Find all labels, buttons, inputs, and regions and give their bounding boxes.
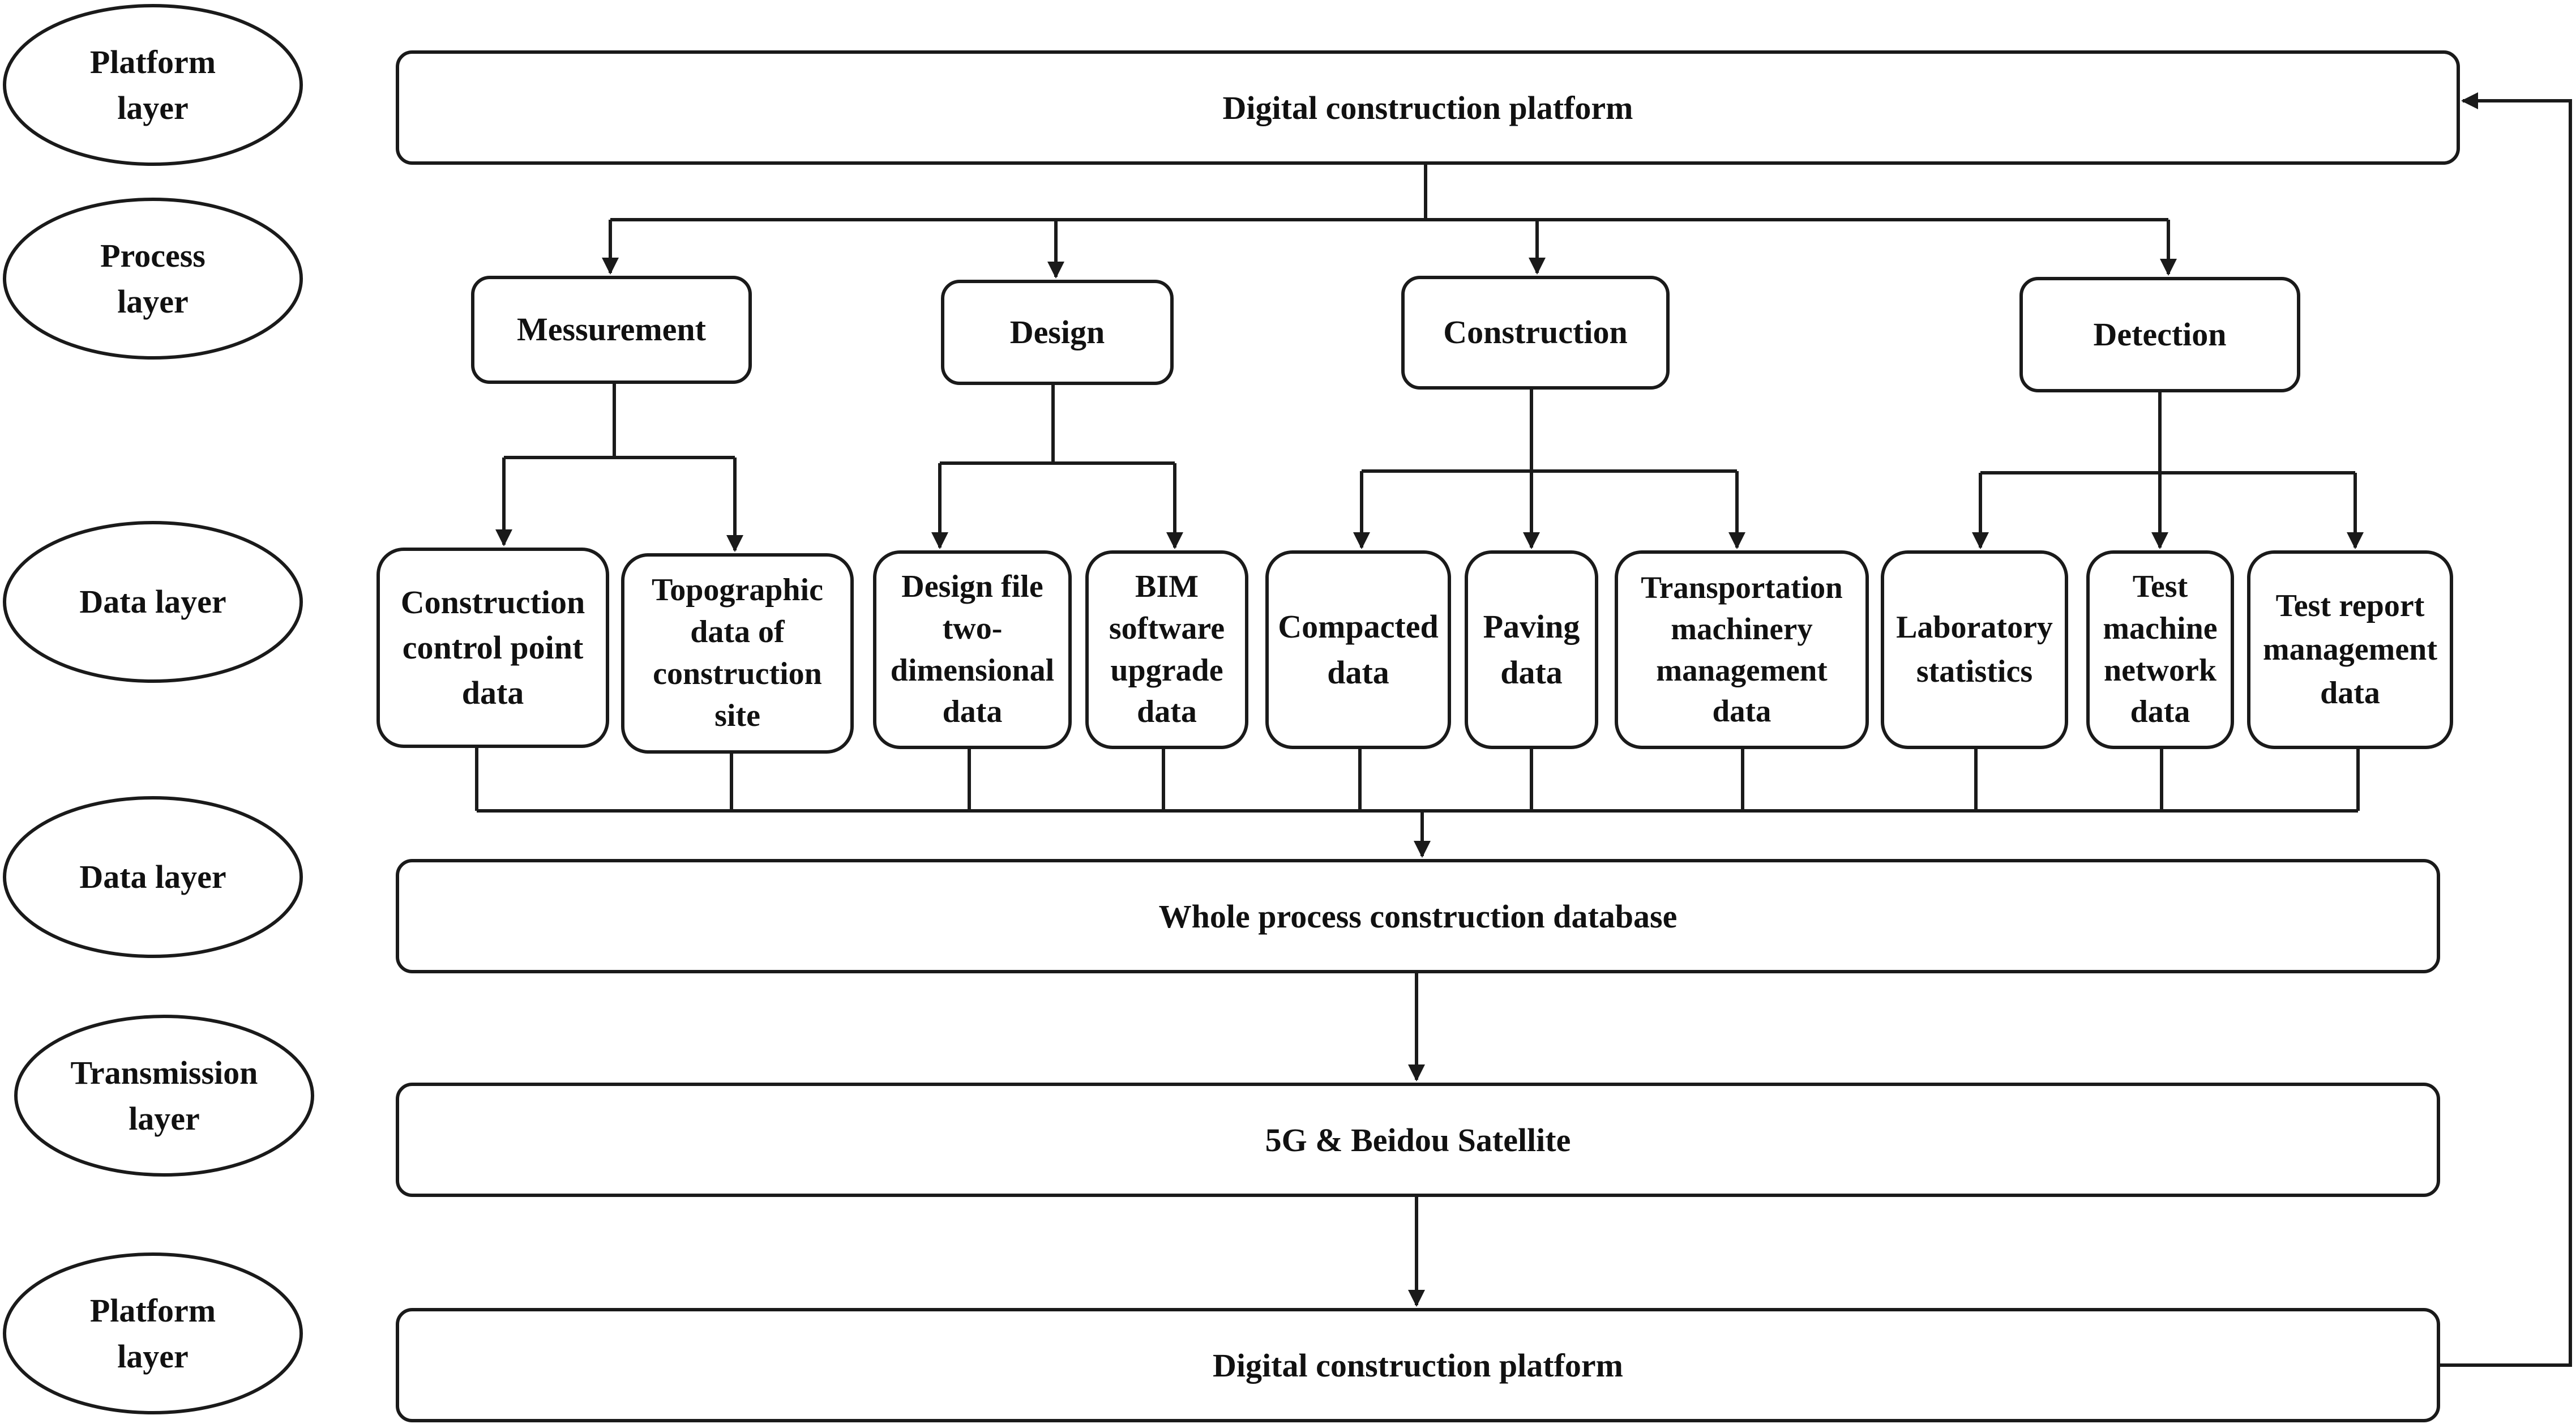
layer-ellipse-platform-bottom: [3, 1252, 303, 1414]
layer-ellipse-process: [3, 198, 303, 360]
data-label-construction-control-point: Construction control point data: [400, 583, 585, 712]
process-box-measurement: [471, 276, 752, 384]
data-box-topographic: [621, 553, 854, 754]
data-label-test-report: Test report management data: [2263, 588, 2437, 711]
process-label-design: Design: [1009, 313, 1105, 350]
layer-ellipse-data-2: [3, 796, 303, 958]
layer-label-platform-bottom: Platform layer: [89, 1292, 216, 1375]
process-box-design: [941, 280, 1174, 385]
process-label-construction: Construction: [1443, 314, 1628, 351]
data-label-compacted: Compacted data: [1278, 608, 1439, 691]
data-label-test-machine: Test machine network data: [2103, 568, 2218, 730]
data-box-design-file: [873, 550, 1072, 749]
process-label-detection: Detection: [2093, 315, 2227, 353]
layer-label-transmission: Transmission layer: [70, 1054, 258, 1137]
platform-top-title: Digital construction platform: [1222, 89, 1633, 126]
layer-ellipse-data-1: [3, 521, 303, 683]
data-label-paving: Paving data: [1483, 608, 1580, 691]
layer-label-platform-top: Platform layer: [89, 43, 216, 126]
platform-bottom-title: Digital construction platform: [1213, 1346, 1623, 1384]
process-label-measurement: Messurement: [517, 311, 706, 348]
feedback-loop-connector: [2438, 92, 2572, 1367]
layer-label-process: Process layer: [100, 237, 206, 320]
process-to-data-connectors: [495, 382, 2364, 552]
data-label-bim: BIM software upgrade data: [1109, 568, 1225, 730]
transmission-title: 5G & Beidou Satellite: [1265, 1121, 1571, 1158]
platform-top-box: [396, 50, 2460, 165]
data-label-design-file: Design file two- dimensional data: [890, 568, 1055, 730]
platform-to-process-connectors: [602, 163, 2177, 279]
layer-label-data-2: Data layer: [79, 858, 226, 896]
layer-label-data-1: Data layer: [79, 583, 226, 621]
data-box-bim: [1085, 550, 1248, 749]
data-box-construction-control-point: [376, 548, 609, 748]
data-label-topographic: Topographic data of construction site: [652, 572, 823, 733]
data-to-database-connectors: [475, 746, 2360, 858]
layer-ellipse-transmission: [14, 1015, 314, 1177]
database-title: Whole process construction database: [1158, 897, 1678, 935]
layer-ellipse-platform-top: [3, 4, 303, 166]
data-box-test-report: [2247, 550, 2453, 749]
data-label-laboratory: Laboratory statistics: [1896, 610, 2053, 689]
data-label-transportation: Transportation machinery management data: [1641, 570, 1843, 729]
process-box-construction: [1401, 276, 1670, 390]
